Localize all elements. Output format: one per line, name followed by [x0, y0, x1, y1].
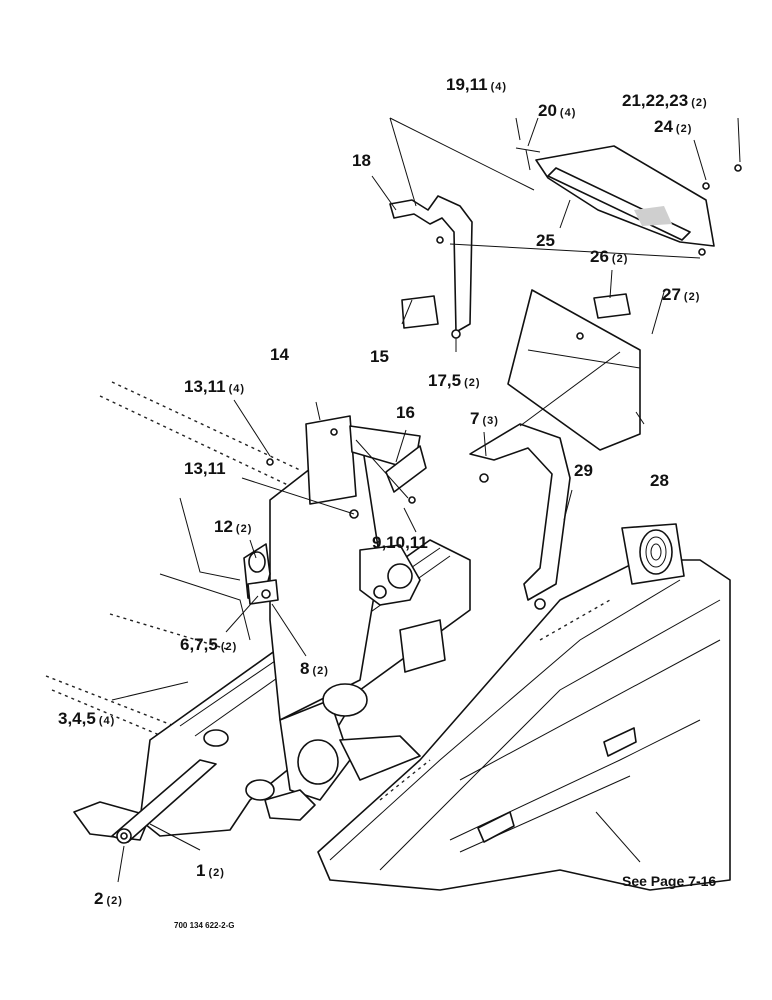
- callout-14: 14: [270, 345, 289, 364]
- callout-13-11: 13,11: [184, 459, 226, 478]
- callout-20: 20(4): [538, 101, 576, 120]
- main-frame: [139, 429, 471, 837]
- callout-15: 15: [370, 347, 389, 366]
- callout-8: 8(2): [300, 659, 329, 678]
- callout-9-10-11: 9,10,11: [372, 533, 428, 552]
- drawing-code: 700 134 622-2-G: [174, 921, 235, 930]
- callout-13-11-qty4: 13,11(4): [184, 377, 245, 396]
- callout-3-4-5: 3,4,5(4): [58, 709, 115, 728]
- leader-lines: [111, 117, 741, 883]
- callout-19-11: 19,11(4): [446, 75, 507, 94]
- mount-plate-14: [266, 415, 427, 519]
- callout-25: 25: [536, 231, 555, 250]
- callout-1: 1(2): [196, 861, 225, 880]
- callout-2: 2(2): [94, 889, 123, 908]
- callout-6-7-5: 6,7,5(2): [180, 635, 237, 654]
- callout-7: 7(3): [470, 409, 499, 428]
- callout-28: 28: [650, 471, 669, 490]
- callout-24: 24(2): [654, 117, 692, 136]
- link-rod-assembly: [73, 759, 217, 844]
- top-cover-25: [515, 145, 742, 256]
- latch-assembly: [243, 543, 279, 605]
- callout-labels: 19,11(4) 20(4) 21,22,23(2) 24(2) 18 25 2…: [58, 75, 716, 930]
- callout-12: 12(2): [214, 517, 252, 536]
- callout-27: 27(2): [662, 285, 700, 304]
- see-page-note: See Page 7-16: [622, 873, 716, 889]
- side-shield: [317, 523, 731, 891]
- callout-21-22-23: 21,22,23(2): [622, 91, 708, 110]
- callout-18: 18: [352, 151, 371, 170]
- callout-16: 16: [396, 403, 415, 422]
- callout-29: 29: [574, 461, 593, 480]
- shield-28: [449, 243, 701, 451]
- callout-17-5: 17,5(2): [428, 371, 481, 390]
- bracket-18: [389, 117, 535, 339]
- callout-26: 26(2): [590, 247, 628, 266]
- bracket-29: [469, 351, 621, 610]
